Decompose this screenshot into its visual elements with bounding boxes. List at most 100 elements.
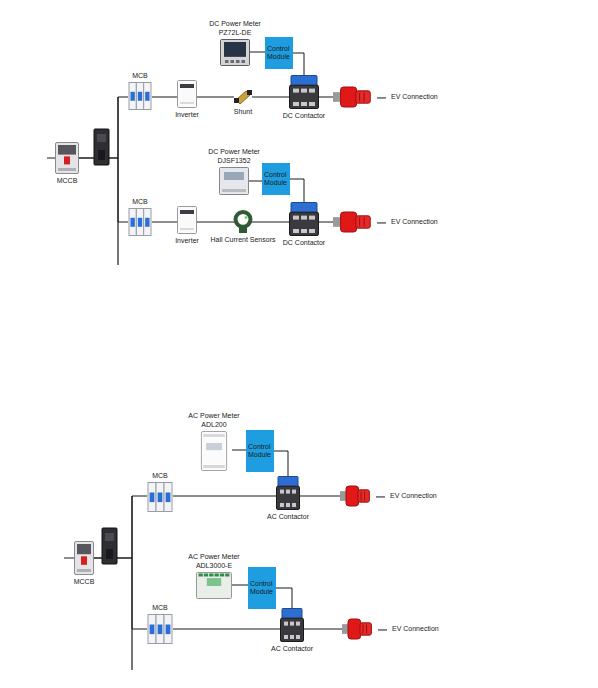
contactor-terminal [290,635,294,639]
contactor-terminal [293,229,299,233]
contactor-terminal [296,622,300,626]
caption: MCCB [57,176,78,185]
mccb-breaker: MCCB [74,541,94,575]
contactor-terminal [284,622,288,626]
wire [250,52,265,53]
breaker-pole [156,615,164,644]
wire [94,558,147,629]
meter-terminal [203,434,225,437]
mcb-breaker-icon [147,482,173,512]
power-meter-icon [196,431,232,471]
meter-case [201,432,226,471]
caption: DC Contactor [283,238,325,247]
wire [249,181,262,182]
wire [252,222,289,223]
wire [290,179,304,202]
contactor-terminal [309,102,315,106]
dc-contactor-icon [289,75,319,109]
plug-rib [364,218,365,227]
component-label: DC Contactor [283,238,325,247]
plug-head [341,87,357,107]
power-meter: DC Power MeterPZ72L-DE [220,39,250,66]
power-meter-icon [220,39,250,66]
module-label: Control Module [250,580,274,596]
inverter-display [180,84,194,88]
breaker-pole [164,615,172,644]
control-module: Control Module [265,37,293,69]
bus-bar [117,97,118,265]
meter-button [231,60,235,63]
component-label: MCCB [74,577,95,586]
plug-rib [366,625,367,634]
breaker-toggle [158,625,163,635]
component-label: DC Power Meter [208,147,260,156]
ev-plug-icon [333,86,371,108]
breaker-terminal [77,569,91,572]
mcb-breaker-icon [128,82,152,110]
breaker-block [94,129,109,165]
wire [276,588,292,608]
plug-grip [356,91,370,103]
contactor-terminal [284,635,288,639]
meter-screen [224,172,244,180]
component-label: EV Connection [376,491,437,500]
breaker-pole [156,483,164,512]
component-label: PZ72L-DE [209,28,261,37]
breaker-toggle [64,156,70,164]
feed-wire [64,558,74,559]
component-label: MCB [152,603,168,612]
shunt-resistor-icon [234,89,252,105]
feed-wire [47,158,55,159]
caption: MCB [132,71,148,80]
breaker-toggle [158,493,163,503]
module-label: Control Module [267,45,291,61]
shunt-terminal [234,98,239,103]
caption: Hall Current Sensors [211,235,276,244]
plug-rib [359,218,360,227]
breaker-pole [164,483,172,512]
ev-plug: EV Connection [333,211,371,233]
plug-grip [358,490,369,502]
wire [173,496,276,497]
contactor-terminal [301,102,307,106]
mcb-breaker: MCB [147,482,173,512]
control-module: Control Module [246,430,274,472]
caption: EV Connection [378,624,439,633]
wire [232,585,248,586]
component-label: Shunt [234,107,252,116]
breaker-panel [58,145,76,155]
wire [274,451,288,476]
mcb-breaker: MCB [128,208,152,236]
wire [173,629,280,630]
breaker-toggle [150,493,155,503]
component-label: EV Connection [378,624,439,633]
meter-terminal [204,574,208,577]
contactor-terminal [309,89,315,93]
plug-rib [363,625,364,634]
caption: AC Contactor [267,512,309,521]
meter-case [220,168,249,195]
meter-terminal [209,574,213,577]
inverter-vent [180,229,194,230]
component-label: Hall Current Sensors [211,235,276,244]
plug-grip [360,623,371,635]
wire [319,97,333,98]
contactor-body [277,486,300,509]
meter-button [225,60,229,63]
breaker-toggle [150,625,155,635]
wire [293,53,304,75]
contactor-body [281,618,304,641]
breaker-toggle [166,625,171,635]
contactor-body [290,212,319,235]
contactor-terminal [301,216,307,220]
shunt-terminal [247,90,252,95]
component-label: AC Contactor [267,512,309,521]
component-label: Inverter [175,110,199,119]
mcb-breaker-icon [147,614,173,644]
wire [79,158,128,222]
ac-contactor-icon [280,608,304,642]
breaker-toggle [81,556,87,565]
inverter-unit-icon [177,206,197,234]
caption: MCB [152,471,168,480]
